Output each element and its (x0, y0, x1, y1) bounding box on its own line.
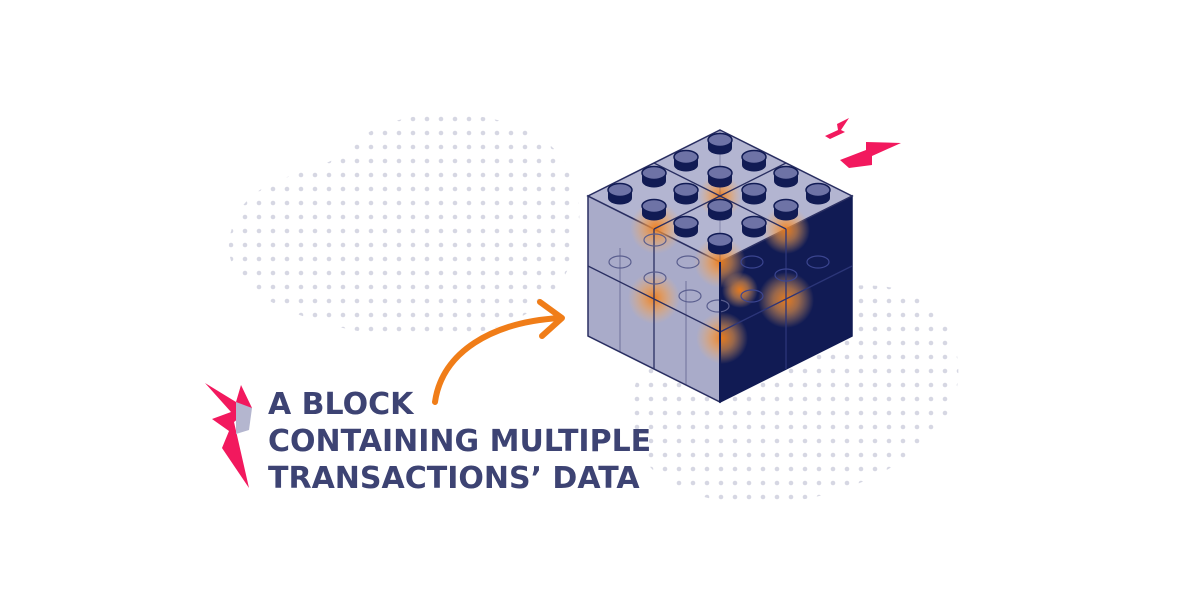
spark-icon-group (825, 118, 901, 168)
inner-studs (608, 233, 730, 313)
curved-arrow-icon (432, 299, 565, 405)
lightning-spark-icon (205, 383, 252, 488)
caption-line-2: CONTAINING MULTIPLE (268, 424, 652, 459)
lego-block-cube-icon (586, 129, 854, 404)
inner-studs-dark (740, 255, 830, 303)
caption-line-3: TRANSACTIONS’ DATA (268, 461, 640, 496)
caption-line-1: A BLOCK (268, 387, 414, 422)
top-studs (607, 132, 831, 255)
block-caption: A BLOCK CONTAINING MULTIPLE TRANSACTIONS… (268, 386, 651, 497)
